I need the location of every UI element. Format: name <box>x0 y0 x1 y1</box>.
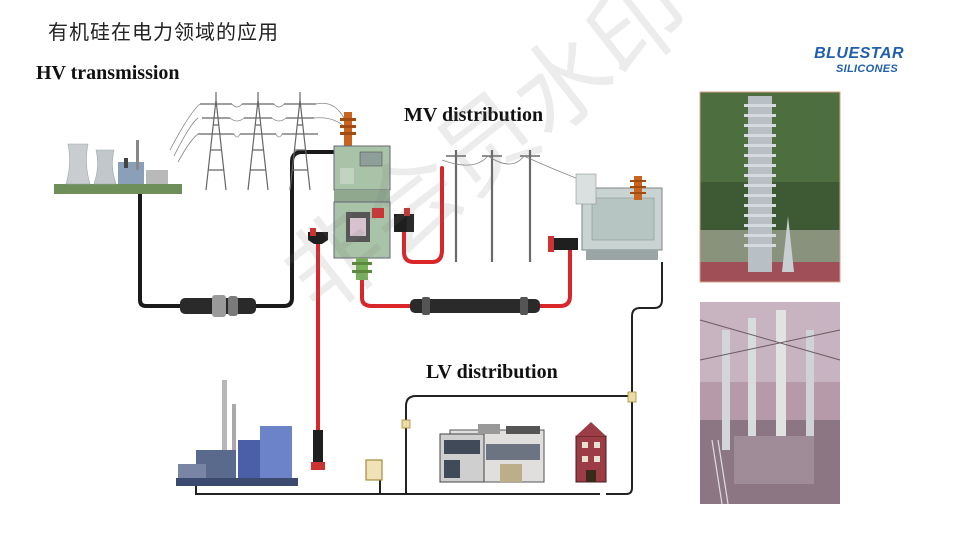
tower-2 <box>240 92 276 191</box>
bluestar-logo: BLUESTAR SILICONES <box>792 46 904 75</box>
cable-termination-bottom <box>311 430 325 470</box>
cable-joint-mv <box>410 297 540 315</box>
photo-insulators <box>699 91 841 283</box>
junction-boxes <box>365 391 637 481</box>
logo-line1: BLUESTAR <box>814 45 904 62</box>
power-plant <box>54 140 182 194</box>
hv-transmission-label: HV transmission <box>36 62 180 84</box>
buildings <box>439 422 607 483</box>
switchgear <box>333 112 391 280</box>
mv-distribution-label: MV distribution <box>404 104 544 126</box>
red-cables <box>316 166 572 432</box>
lv-cables <box>195 262 663 495</box>
tower-3 <box>282 92 318 191</box>
transmission-towers <box>169 92 347 191</box>
black-cables <box>138 150 338 308</box>
logo-line2: SILICONES <box>836 63 898 75</box>
elbow-connectors <box>308 208 578 252</box>
industrial-plant <box>176 380 298 486</box>
mv-poles <box>441 150 587 262</box>
photo-substation <box>699 302 841 505</box>
lv-distribution-label: LV distribution <box>426 361 558 383</box>
slide-title: 有机硅在电力领域的应用 <box>48 20 279 44</box>
transformer-mv <box>575 173 663 260</box>
cable-joint-hv <box>180 295 256 317</box>
tower-1 <box>198 92 234 191</box>
